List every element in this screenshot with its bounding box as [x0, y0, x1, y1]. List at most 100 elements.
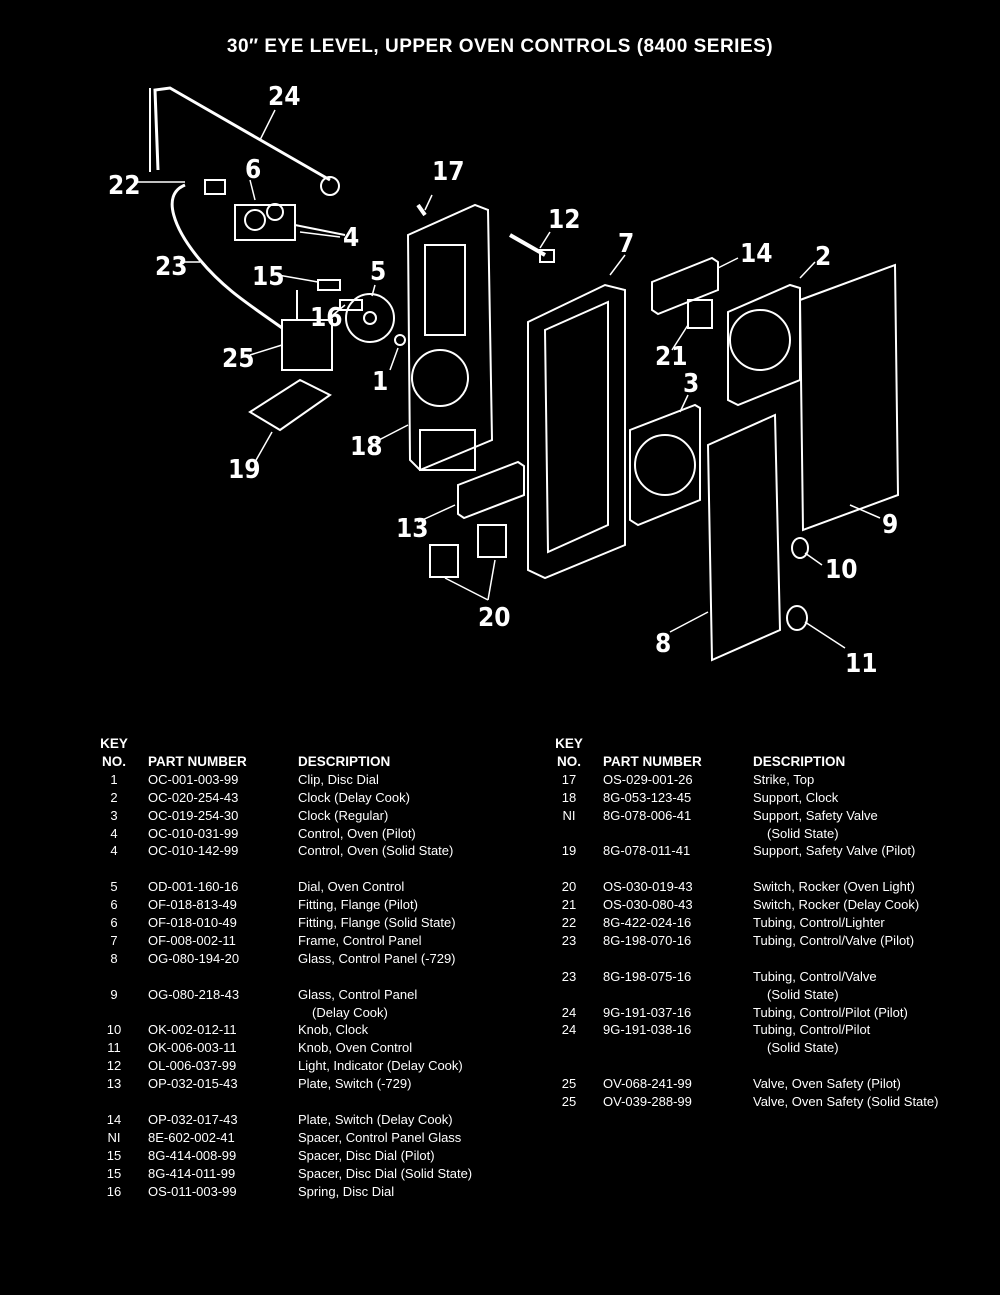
- part-description: Glass, Control Panel (-729): [298, 950, 456, 966]
- key-number: 8: [110, 950, 118, 966]
- part-description: Knob, Oven Control: [298, 1040, 413, 1056]
- table-row: 13 OP-032-015-43 Plate, Switch (-729): [88, 1075, 528, 1093]
- part-number: OP-032-015-43: [148, 1076, 238, 1092]
- part-description: Plate, Switch (-729): [298, 1076, 412, 1092]
- part-number: OP-032-017-43: [148, 1111, 238, 1127]
- callout-9: 9: [882, 510, 898, 540]
- part-number: OS-029-001-26: [603, 771, 693, 787]
- part-number: OC-020-254-43: [148, 789, 239, 805]
- part-description: Valve, Oven Safety (Solid State): [753, 1094, 939, 1110]
- part-description: Strike, Top: [753, 771, 815, 787]
- part-description: Plate, Switch (Delay Cook): [298, 1111, 453, 1127]
- exploded-parts-diagram: 24 22 6 17 12 7 14 2 4 23 15 5 16 25 1 2…: [108, 82, 900, 679]
- table-header: KEY NO. PART NUMBER DESCRIPTION: [100, 736, 391, 769]
- callout-2: 2: [815, 242, 831, 272]
- part-description: Frame, Control Panel: [298, 932, 422, 948]
- part-number: OC-001-003-99: [148, 771, 239, 787]
- part-description: Tubing, Control/Valve (Pilot): [753, 932, 915, 948]
- part-description: Spacer, Disc Dial (Pilot): [298, 1147, 435, 1163]
- glass-control-panel-delay-cook: [798, 263, 900, 532]
- key-number: 16: [106, 1183, 122, 1199]
- table-row: 14 OP-032-017-43 Plate, Switch (Delay Cook…: [88, 1111, 528, 1129]
- part-number: 8G-198-075-16: [603, 968, 692, 984]
- key-number: 10: [106, 1022, 122, 1038]
- key-number: NI: [562, 807, 576, 823]
- callout-17: 17: [432, 157, 465, 187]
- part-description: Clock (Delay Cook): [298, 789, 410, 805]
- part-description: Tubing, Control/Pilot(Solid State): [753, 1022, 871, 1056]
- key-number: 9: [110, 986, 118, 1002]
- callout-3: 3: [683, 369, 699, 399]
- part-number: OD-001-160-16: [148, 879, 239, 895]
- key-number: 6: [110, 897, 118, 913]
- part-description: Support, Clock: [753, 789, 839, 805]
- callout-10: 10: [825, 555, 858, 585]
- callout-22: 22: [108, 171, 141, 201]
- key-number: 17: [561, 771, 577, 787]
- page-title: 30″ EYE LEVEL, UPPER OVEN CONTROLS (8400…: [226, 36, 774, 57]
- key-number: 2: [110, 789, 118, 805]
- key-number: 14: [106, 1111, 122, 1127]
- key-number: 13: [106, 1076, 122, 1092]
- tubing-control-valve: [170, 183, 286, 332]
- key-number: 6: [110, 915, 118, 931]
- part-number: OC-010-142-99: [148, 843, 239, 859]
- callout-25: 25: [222, 344, 255, 374]
- callout-16: 16: [310, 303, 343, 333]
- table-row: NI 8G-078-006-41 Support, Safety Valve(Sol…: [543, 807, 993, 843]
- key-number: 11: [107, 1040, 121, 1056]
- part-description: Fitting, Flange (Solid State): [298, 915, 456, 931]
- key-number: 5: [110, 879, 118, 895]
- table-row: 2 OC-020-254-43 Clock (Delay Cook): [88, 789, 528, 807]
- key-number: 4: [110, 825, 118, 841]
- knob-oven-control: [786, 605, 808, 631]
- callout-13: 13: [396, 514, 429, 544]
- key-number: 25: [561, 1076, 577, 1092]
- callout-23: 23: [155, 252, 188, 282]
- part-description: Clock (Regular): [298, 807, 389, 823]
- part-number: 8G-078-011-41: [603, 843, 691, 859]
- table-row: 17 OS-029-001-26 Strike, Top: [543, 771, 993, 789]
- part-number: OV-039-288-99: [603, 1094, 692, 1110]
- callout-24: 24: [268, 82, 301, 112]
- callout-8: 8: [655, 629, 671, 659]
- rocker-switch-delay-cook: [687, 299, 713, 329]
- callout-21: 21: [655, 342, 688, 372]
- callout-7: 7: [618, 229, 634, 259]
- part-number: 8G-078-006-41: [603, 807, 692, 823]
- part-description: Spacer, Disc Dial (Solid State): [298, 1165, 473, 1181]
- callout-20: 20: [478, 603, 511, 633]
- part-description: Switch, Rocker (Oven Light): [753, 879, 915, 895]
- part-description: Clip, Disc Dial: [298, 771, 379, 787]
- part-description: Support, Safety Valve (Pilot): [753, 843, 916, 859]
- part-description: Knob, Clock: [298, 1022, 369, 1038]
- part-number: OL-006-037-99: [148, 1058, 237, 1074]
- callout-labels: 24 22 6 17 12 7 14 2 4 23 15 5 16 25 1 2…: [108, 82, 898, 679]
- clock-delay-cook: [727, 283, 801, 407]
- part-number: OK-006-003-11: [148, 1040, 237, 1056]
- part-description: Tubing, Control/Lighter: [753, 915, 885, 931]
- part-description: Control, Oven (Pilot): [298, 825, 416, 841]
- rocker-switch-oven-light: [429, 544, 459, 578]
- key-number: 20: [561, 879, 577, 895]
- key-number: 22: [561, 915, 577, 931]
- key-number: 4: [110, 843, 118, 859]
- part-description: Support, Safety Valve(Solid State): [753, 807, 878, 841]
- part-number: OF-008-002-11: [148, 932, 236, 948]
- key-number: 3: [110, 807, 118, 823]
- part-number: 8G-198-070-16: [603, 932, 692, 948]
